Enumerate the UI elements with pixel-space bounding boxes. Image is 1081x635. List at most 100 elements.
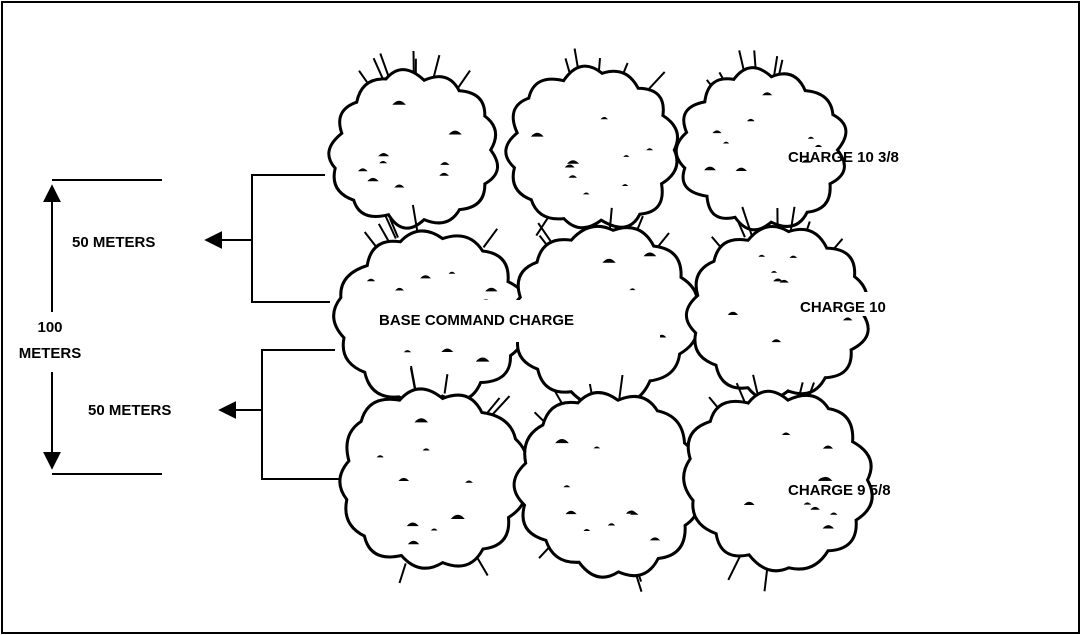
burst-shading <box>583 192 590 195</box>
burst-spike <box>411 204 419 232</box>
burst-shading <box>807 136 815 139</box>
burst-shading <box>771 339 782 343</box>
burst-spike <box>618 374 624 402</box>
burst-cloud-outline <box>512 391 700 579</box>
burst-shading <box>735 167 747 171</box>
bottom-charge-label: CHARGE 9 5/8 <box>788 482 891 499</box>
total-distance-label-line1: 100 <box>37 319 62 336</box>
burst-shading <box>398 477 409 481</box>
burst-cloud-outline <box>338 387 529 570</box>
burst-shading <box>403 350 412 353</box>
burst-cloud-outline <box>682 389 874 573</box>
burst-shading <box>646 148 653 151</box>
upper-distance-bracket <box>204 174 330 303</box>
burst-shading <box>367 177 379 182</box>
burst-cloud <box>512 374 700 592</box>
burst-spike <box>772 55 779 78</box>
burst-spike <box>432 54 441 77</box>
burst-cloud-outline <box>327 68 499 230</box>
burst-cloud-outline <box>504 64 679 230</box>
lower-distance-bracket <box>218 349 340 480</box>
burst-shading <box>395 287 404 291</box>
burst-shading <box>530 132 544 137</box>
burst-shading <box>803 502 812 505</box>
upper-bracket-line <box>251 174 330 303</box>
burst-shading <box>770 270 778 273</box>
burst-spike <box>736 219 746 238</box>
burst-shading <box>441 348 454 352</box>
burst-shading <box>623 155 630 157</box>
burst-shading <box>801 159 812 163</box>
burst-shading <box>430 528 438 531</box>
burst-shading <box>366 278 376 282</box>
burst-shading <box>485 287 498 292</box>
burst-shading <box>394 184 405 188</box>
burst-shading <box>822 525 834 529</box>
burst-spike <box>727 554 742 581</box>
burst-shading <box>626 510 637 514</box>
burst-spike <box>608 207 613 231</box>
burst-cloud-outline <box>684 225 870 401</box>
burst-shading <box>407 540 420 545</box>
burst-shading <box>379 160 388 164</box>
burst-shading <box>621 184 629 186</box>
burst-shading <box>830 512 838 515</box>
burst-shading <box>422 448 430 451</box>
burst-shading <box>568 175 577 178</box>
burst-shading <box>450 514 465 519</box>
burst-spike <box>482 228 499 248</box>
burst-shading <box>583 529 591 531</box>
burst-spike <box>372 57 385 82</box>
base-charge-label-backdrop <box>350 300 660 342</box>
burst-shading <box>712 130 722 134</box>
burst-spike <box>457 70 471 89</box>
burst-shading <box>643 252 657 257</box>
base-charge-label: BASE COMMAND CHARGE <box>379 312 574 329</box>
burst-shading <box>762 92 773 96</box>
total-distance-dimension <box>43 179 162 475</box>
burst-shading <box>789 255 798 258</box>
burst-shading <box>843 317 853 321</box>
burst-shading <box>747 118 755 122</box>
burst-spike <box>377 223 390 243</box>
burst-shading <box>600 117 608 120</box>
burst-shading <box>602 258 616 263</box>
burst-shading <box>704 166 716 171</box>
burst-spike <box>735 382 747 404</box>
burst-spike <box>789 206 796 232</box>
burst-spike <box>389 218 399 238</box>
burst-spike <box>398 563 407 584</box>
burst-shading <box>810 506 820 510</box>
burst-shading <box>448 271 456 274</box>
burst-shading <box>565 510 577 515</box>
burst-shading <box>376 455 384 458</box>
burst-shading <box>818 476 833 481</box>
burst-shading <box>440 162 450 165</box>
middle-charge-label: CHARGE 10 <box>800 299 886 316</box>
burst-spike <box>486 397 501 414</box>
burst-spike <box>379 53 391 79</box>
burst-shading <box>743 501 755 505</box>
burst-shading <box>629 288 636 291</box>
burst-shading <box>406 522 419 527</box>
burst-shading <box>378 153 389 157</box>
burst-shading <box>448 130 462 135</box>
burst-shading <box>727 311 739 315</box>
burst-shading <box>358 168 368 172</box>
burst-cloud <box>682 374 874 592</box>
burst-shading <box>773 278 783 282</box>
burst-spike <box>741 206 753 236</box>
burst-shading <box>555 439 569 444</box>
burst-cloud <box>327 50 499 230</box>
burst-shading <box>814 144 823 147</box>
burst-spike <box>443 374 449 394</box>
lower-distance-label: 50 METERS <box>88 402 171 419</box>
burst-shading <box>563 485 571 488</box>
burst-shading <box>607 523 616 526</box>
middle-charge-label-backdrop <box>790 292 920 316</box>
burst-cloud-outline <box>674 66 848 232</box>
burst-shading <box>649 537 661 541</box>
